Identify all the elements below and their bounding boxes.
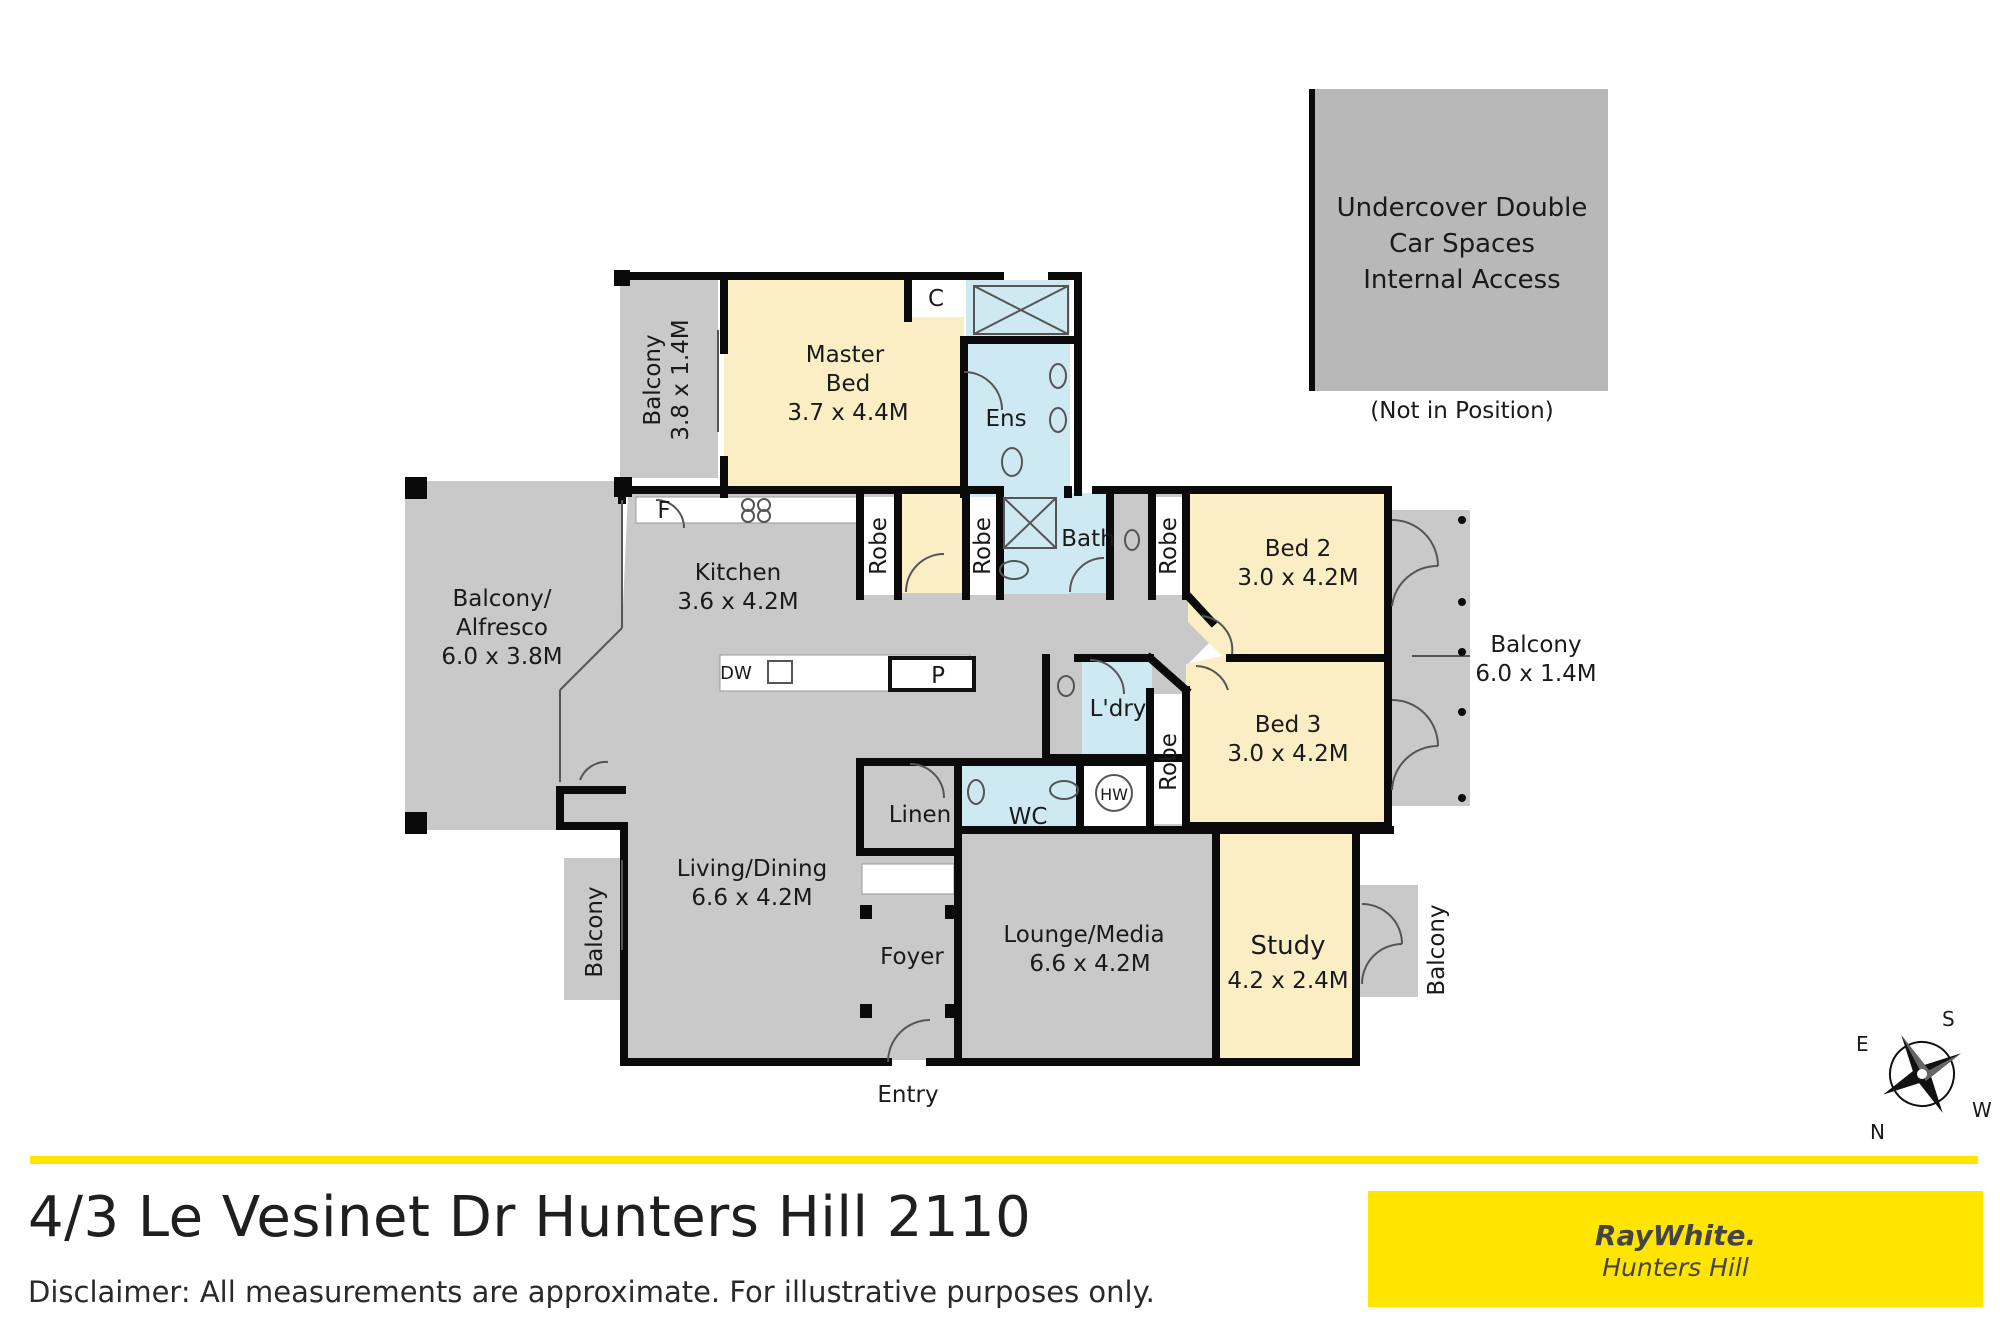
hot-water-label: HW — [1100, 785, 1128, 804]
foyer-label: Foyer — [880, 944, 944, 970]
wall-posts — [405, 270, 957, 1018]
floor-plan: Undercover Double Car Spaces Internal Ac… — [405, 89, 1992, 1144]
fixtures — [559, 92, 1470, 1063]
master-bed-size: 3.7 x 4.4M — [787, 400, 908, 426]
balcony-left-label: Balcony — [582, 886, 608, 977]
alfresco-size: 6.0 x 3.8M — [441, 644, 562, 670]
living-dining-label: Living/Dining — [677, 856, 827, 882]
lounge-media-size: 6.6 x 4.2M — [1029, 951, 1150, 977]
compass: E S W N — [1856, 1007, 1992, 1144]
car-space-label: Undercover Double Car Spaces Internal Ac… — [1337, 193, 1588, 424]
lounge-media-label: Lounge/Media — [1003, 922, 1164, 948]
car-space-area — [1312, 89, 1608, 391]
closet-area — [910, 282, 966, 316]
bed2-label: Bed 2 — [1265, 536, 1331, 562]
disclaimer-text: Disclaimer: All measurements are approxi… — [28, 1275, 1155, 1309]
bed3-label: Bed 3 — [1255, 712, 1321, 738]
brand-office: Hunters Hill — [1602, 1253, 1749, 1282]
study-area — [1218, 830, 1354, 1062]
compass-s: S — [1942, 1007, 1955, 1031]
pantry-label: P — [931, 663, 945, 689]
balcony-alfresco-area — [405, 481, 622, 830]
brand-logo: RayWhite. Hunters Hill — [1368, 1191, 1983, 1307]
dishwasher-label: DW — [720, 663, 752, 684]
robe-bed3-label: Robe — [1156, 733, 1182, 791]
balcony-posts — [1458, 516, 1466, 802]
robe-master-label: Robe — [866, 517, 892, 575]
brand-name: RayWhite. — [1594, 1219, 1757, 1252]
compass-e: E — [1856, 1032, 1869, 1056]
closet-label: C — [928, 286, 944, 312]
car-space-door-jamb — [1309, 89, 1315, 391]
balcony-study-area — [1360, 885, 1418, 997]
alfresco-label: Balcony/ — [453, 586, 552, 612]
car-space-note: (Not in Position) — [1370, 398, 1553, 424]
robe-bed2-area — [1152, 497, 1186, 595]
ensuite-label: Ens — [985, 406, 1026, 432]
balcony-east-label: Balcony — [1490, 632, 1581, 658]
lounge-area — [962, 830, 1216, 1060]
foyer-bench — [861, 863, 955, 895]
compass-w: W — [1972, 1098, 1992, 1122]
laundry-area — [1082, 662, 1152, 760]
compass-n: N — [1870, 1120, 1885, 1144]
car-space-line-2: Car Spaces — [1389, 229, 1535, 259]
balcony-master-area — [620, 280, 718, 478]
living-dining-size: 6.6 x 4.2M — [691, 885, 812, 911]
balcony-master-label: Balcony — [640, 334, 666, 425]
car-space-line-1: Undercover Double — [1337, 193, 1588, 223]
footer-divider — [30, 1156, 1978, 1164]
balcony-master-size: 3.8 x 1.4M — [668, 319, 694, 440]
walls — [556, 272, 1394, 1066]
wc-label: WC — [1009, 804, 1048, 830]
master-bed-label: Master — [806, 342, 885, 368]
study-label: Study — [1250, 931, 1325, 961]
listing-address: 4/3 Le Vesinet Dr Hunters Hill 2110 — [28, 1185, 1032, 1250]
wc-area — [960, 766, 1078, 828]
balcony-left-area — [564, 858, 622, 1000]
car-space-line-3: Internal Access — [1363, 265, 1560, 295]
master-bed-area — [724, 280, 964, 593]
alfresco-label-2: Alfresco — [456, 615, 548, 641]
laundry-label: L'dry — [1090, 696, 1147, 722]
compass-rose-icon — [1883, 1035, 1961, 1113]
floor-fills — [405, 89, 1608, 1062]
balcony-east-size: 6.0 x 1.4M — [1475, 661, 1596, 687]
kitchen-label: Kitchen — [695, 560, 781, 586]
balcony-east-area — [1390, 510, 1470, 806]
study-size: 4.2 x 2.4M — [1227, 968, 1348, 994]
bed2-size: 3.0 x 4.2M — [1237, 565, 1358, 591]
pantry-box — [888, 656, 976, 692]
fridge-label: F — [657, 498, 670, 524]
bed2-area — [1188, 493, 1384, 656]
bed3-size: 3.0 x 4.2M — [1227, 741, 1348, 767]
room-labels: Master Bed 3.7 x 4.4M Balcony 3.8 x 1.4M… — [441, 286, 1596, 1108]
bath-label: Bath — [1061, 526, 1114, 552]
kitchen-size: 3.6 x 4.2M — [677, 589, 798, 615]
entry-label: Entry — [877, 1082, 938, 1108]
master-bed-label-2: Bed — [826, 371, 871, 397]
robe-bath-area — [966, 497, 998, 595]
bed3-area — [1186, 656, 1384, 826]
robe-bath-label: Robe — [970, 517, 996, 575]
robe-bed2-label: Robe — [1156, 517, 1182, 575]
linen-label: Linen — [889, 802, 952, 828]
robe-master-area — [862, 497, 896, 595]
balcony-study-label: Balcony — [1424, 904, 1450, 995]
